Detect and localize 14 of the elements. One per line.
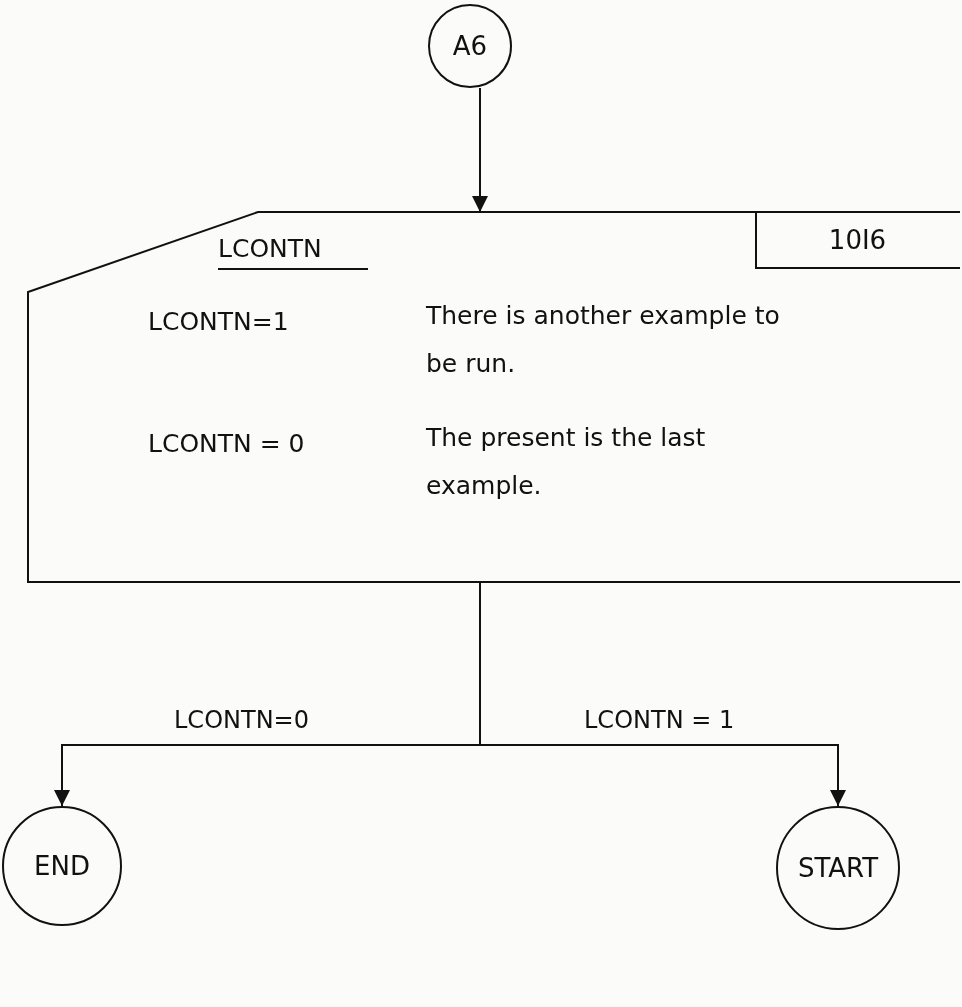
- condition-text: LCONTN=1: [148, 306, 290, 338]
- node-label: END: [34, 851, 90, 881]
- node-label: 10I6: [828, 225, 887, 255]
- variable-heading: LCONTN: [218, 230, 368, 270]
- node-label: A6: [452, 31, 488, 61]
- reference-box: [755, 212, 960, 268]
- arrow: [472, 87, 488, 213]
- terminal-circle: [2, 806, 122, 926]
- terminal-circle: [776, 806, 900, 930]
- condition-text: LCONTN = 0: [148, 428, 306, 460]
- description-text: The present is the last example.: [426, 422, 707, 502]
- node-label: START: [797, 853, 879, 883]
- connector-circle: [428, 4, 512, 88]
- description-text: There is another example to be run.: [426, 300, 781, 380]
